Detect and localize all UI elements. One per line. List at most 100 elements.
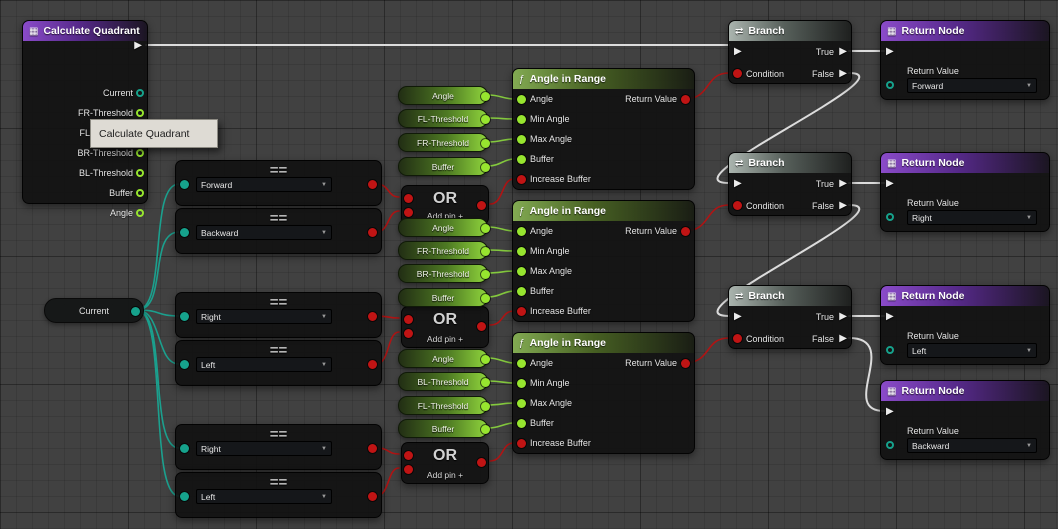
pin-in-a[interactable] xyxy=(180,360,189,369)
pin-out[interactable] xyxy=(481,115,490,124)
pin-condition-in[interactable] xyxy=(733,69,742,78)
pin-in-a[interactable] xyxy=(180,312,189,321)
add-pin-button[interactable]: Add pin + xyxy=(426,211,464,221)
input-pill-angle-1[interactable]: Angle xyxy=(398,86,490,105)
pin-in-2[interactable] xyxy=(404,465,413,474)
pin-return-value-in[interactable] xyxy=(886,346,894,354)
input-pill-angle-3[interactable]: Angle xyxy=(398,349,490,368)
pin-min-angle-in[interactable] xyxy=(517,379,526,388)
enum-dropdown[interactable]: Right▼ xyxy=(196,309,332,324)
pin-angle-in[interactable] xyxy=(517,359,526,368)
pin-return-value-in[interactable] xyxy=(886,213,894,221)
pin-in-1[interactable] xyxy=(404,194,413,203)
input-pill-buffer-2[interactable]: Buffer xyxy=(398,288,490,307)
pin-bl-threshold-out[interactable] xyxy=(136,169,144,177)
exec-in-pin[interactable]: ▶ xyxy=(734,46,742,57)
node-branch-1[interactable]: ⇄ Branch ▶ True ▶ Condition False ▶ xyxy=(728,20,852,84)
enum-dropdown[interactable]: Backward▼ xyxy=(196,225,332,240)
pin-current-value-out[interactable] xyxy=(131,307,140,316)
input-pill-fl-threshold-3[interactable]: FL-Threshold xyxy=(398,396,490,415)
exec-true-out-pin[interactable]: ▶ xyxy=(839,46,847,57)
node-calculate-quadrant[interactable]: ▦ Calculate Quadrant ▶ Current FR-Thresh… xyxy=(22,20,148,218)
pin-result-out[interactable] xyxy=(368,228,377,237)
pin-max-angle-in[interactable] xyxy=(517,267,526,276)
pin-out[interactable] xyxy=(481,139,490,148)
exec-in-pin[interactable]: ▶ xyxy=(886,406,894,417)
pin-condition-in[interactable] xyxy=(733,201,742,210)
pin-buffer-in[interactable] xyxy=(517,419,526,428)
exec-in-pin[interactable]: ▶ xyxy=(734,311,742,322)
exec-false-out-pin[interactable]: ▶ xyxy=(839,200,847,211)
pin-increase-buffer-in[interactable] xyxy=(517,439,526,448)
pin-return-value-out[interactable] xyxy=(681,227,690,236)
pin-result-out[interactable] xyxy=(368,180,377,189)
pin-return-value-in[interactable] xyxy=(886,441,894,449)
pin-buffer-out[interactable] xyxy=(136,189,144,197)
exec-in-pin[interactable]: ▶ xyxy=(886,46,894,57)
node-return-forward[interactable]: ▦ Return Node ▶ Return Value Forward▼ xyxy=(880,20,1050,100)
node-equal-5[interactable]: == Right▼ xyxy=(175,424,382,470)
node-return-right[interactable]: ▦ Return Node ▶ Return Value Right▼ xyxy=(880,152,1050,232)
pin-result-out[interactable] xyxy=(368,312,377,321)
exec-true-out-pin[interactable]: ▶ xyxy=(839,178,847,189)
exec-in-pin[interactable]: ▶ xyxy=(886,311,894,322)
pin-min-angle-in[interactable] xyxy=(517,115,526,124)
pin-out[interactable] xyxy=(481,270,490,279)
pin-result-out[interactable] xyxy=(368,444,377,453)
pin-return-value-in[interactable] xyxy=(886,81,894,89)
exec-out-pin[interactable]: ▶ xyxy=(134,40,142,51)
pin-buffer-in[interactable] xyxy=(517,287,526,296)
pin-in-1[interactable] xyxy=(404,451,413,460)
enum-dropdown[interactable]: Backward▼ xyxy=(907,438,1037,453)
node-equal-2[interactable]: == Backward▼ xyxy=(175,208,382,254)
input-pill-buffer-3[interactable]: Buffer xyxy=(398,419,490,438)
node-equal-4[interactable]: == Left▼ xyxy=(175,340,382,386)
exec-in-pin[interactable]: ▶ xyxy=(734,178,742,189)
enum-dropdown[interactable]: Forward▼ xyxy=(196,177,332,192)
pin-in-a[interactable] xyxy=(180,492,189,501)
add-pin-button[interactable]: Add pin + xyxy=(426,470,464,480)
enum-dropdown[interactable]: Forward▼ xyxy=(907,78,1037,93)
node-return-backward[interactable]: ▦ Return Node ▶ Return Value Backward▼ xyxy=(880,380,1050,460)
enum-dropdown[interactable]: Right▼ xyxy=(196,441,332,456)
pin-in-1[interactable] xyxy=(404,315,413,324)
pin-in-2[interactable] xyxy=(404,208,413,217)
node-angle-in-range-1[interactable]: ƒ Angle in Range Angle Min Angle Max Ang… xyxy=(512,68,695,190)
pin-buffer-in[interactable] xyxy=(517,155,526,164)
input-pill-angle-2[interactable]: Angle xyxy=(398,218,490,237)
pin-max-angle-in[interactable] xyxy=(517,399,526,408)
input-pill-bl-threshold-3[interactable]: BL-Threshold xyxy=(398,372,490,391)
node-return-left[interactable]: ▦ Return Node ▶ Return Value Left▼ xyxy=(880,285,1050,365)
pin-out[interactable] xyxy=(481,355,490,364)
node-equal-6[interactable]: == Left▼ xyxy=(175,472,382,518)
pin-min-angle-in[interactable] xyxy=(517,247,526,256)
pin-fr-threshold-out[interactable] xyxy=(136,109,144,117)
pin-in-2[interactable] xyxy=(404,329,413,338)
enum-dropdown[interactable]: Left▼ xyxy=(196,489,332,504)
pin-current-out[interactable] xyxy=(136,89,144,97)
pin-increase-buffer-in[interactable] xyxy=(517,307,526,316)
exec-false-out-pin[interactable]: ▶ xyxy=(839,333,847,344)
input-pill-fl-threshold-1[interactable]: FL-Threshold xyxy=(398,109,490,128)
node-or-2[interactable]: OR Add pin + xyxy=(401,306,489,348)
pin-out[interactable] xyxy=(481,224,490,233)
pin-max-angle-in[interactable] xyxy=(517,135,526,144)
pin-angle-in[interactable] xyxy=(517,227,526,236)
pin-out[interactable] xyxy=(477,322,486,331)
node-angle-in-range-3[interactable]: ƒ Angle in Range Angle Min Angle Max Ang… xyxy=(512,332,695,454)
pin-in-a[interactable] xyxy=(180,228,189,237)
input-pill-fr-threshold-1[interactable]: FR-Threshold xyxy=(398,133,490,152)
pin-out[interactable] xyxy=(481,378,490,387)
node-branch-2[interactable]: ⇄ Branch ▶ True ▶ Condition False ▶ xyxy=(728,152,852,216)
pin-condition-in[interactable] xyxy=(733,334,742,343)
pin-in-a[interactable] xyxy=(180,180,189,189)
input-pill-buffer-1[interactable]: Buffer xyxy=(398,157,490,176)
input-pill-br-threshold-2[interactable]: BR-Threshold xyxy=(398,264,490,283)
pin-angle-out[interactable] xyxy=(136,209,144,217)
exec-in-pin[interactable]: ▶ xyxy=(886,178,894,189)
pin-result-out[interactable] xyxy=(368,360,377,369)
pin-out[interactable] xyxy=(481,92,490,101)
pin-out[interactable] xyxy=(477,458,486,467)
node-branch-3[interactable]: ⇄ Branch ▶ True ▶ Condition False ▶ xyxy=(728,285,852,349)
pin-out[interactable] xyxy=(481,402,490,411)
